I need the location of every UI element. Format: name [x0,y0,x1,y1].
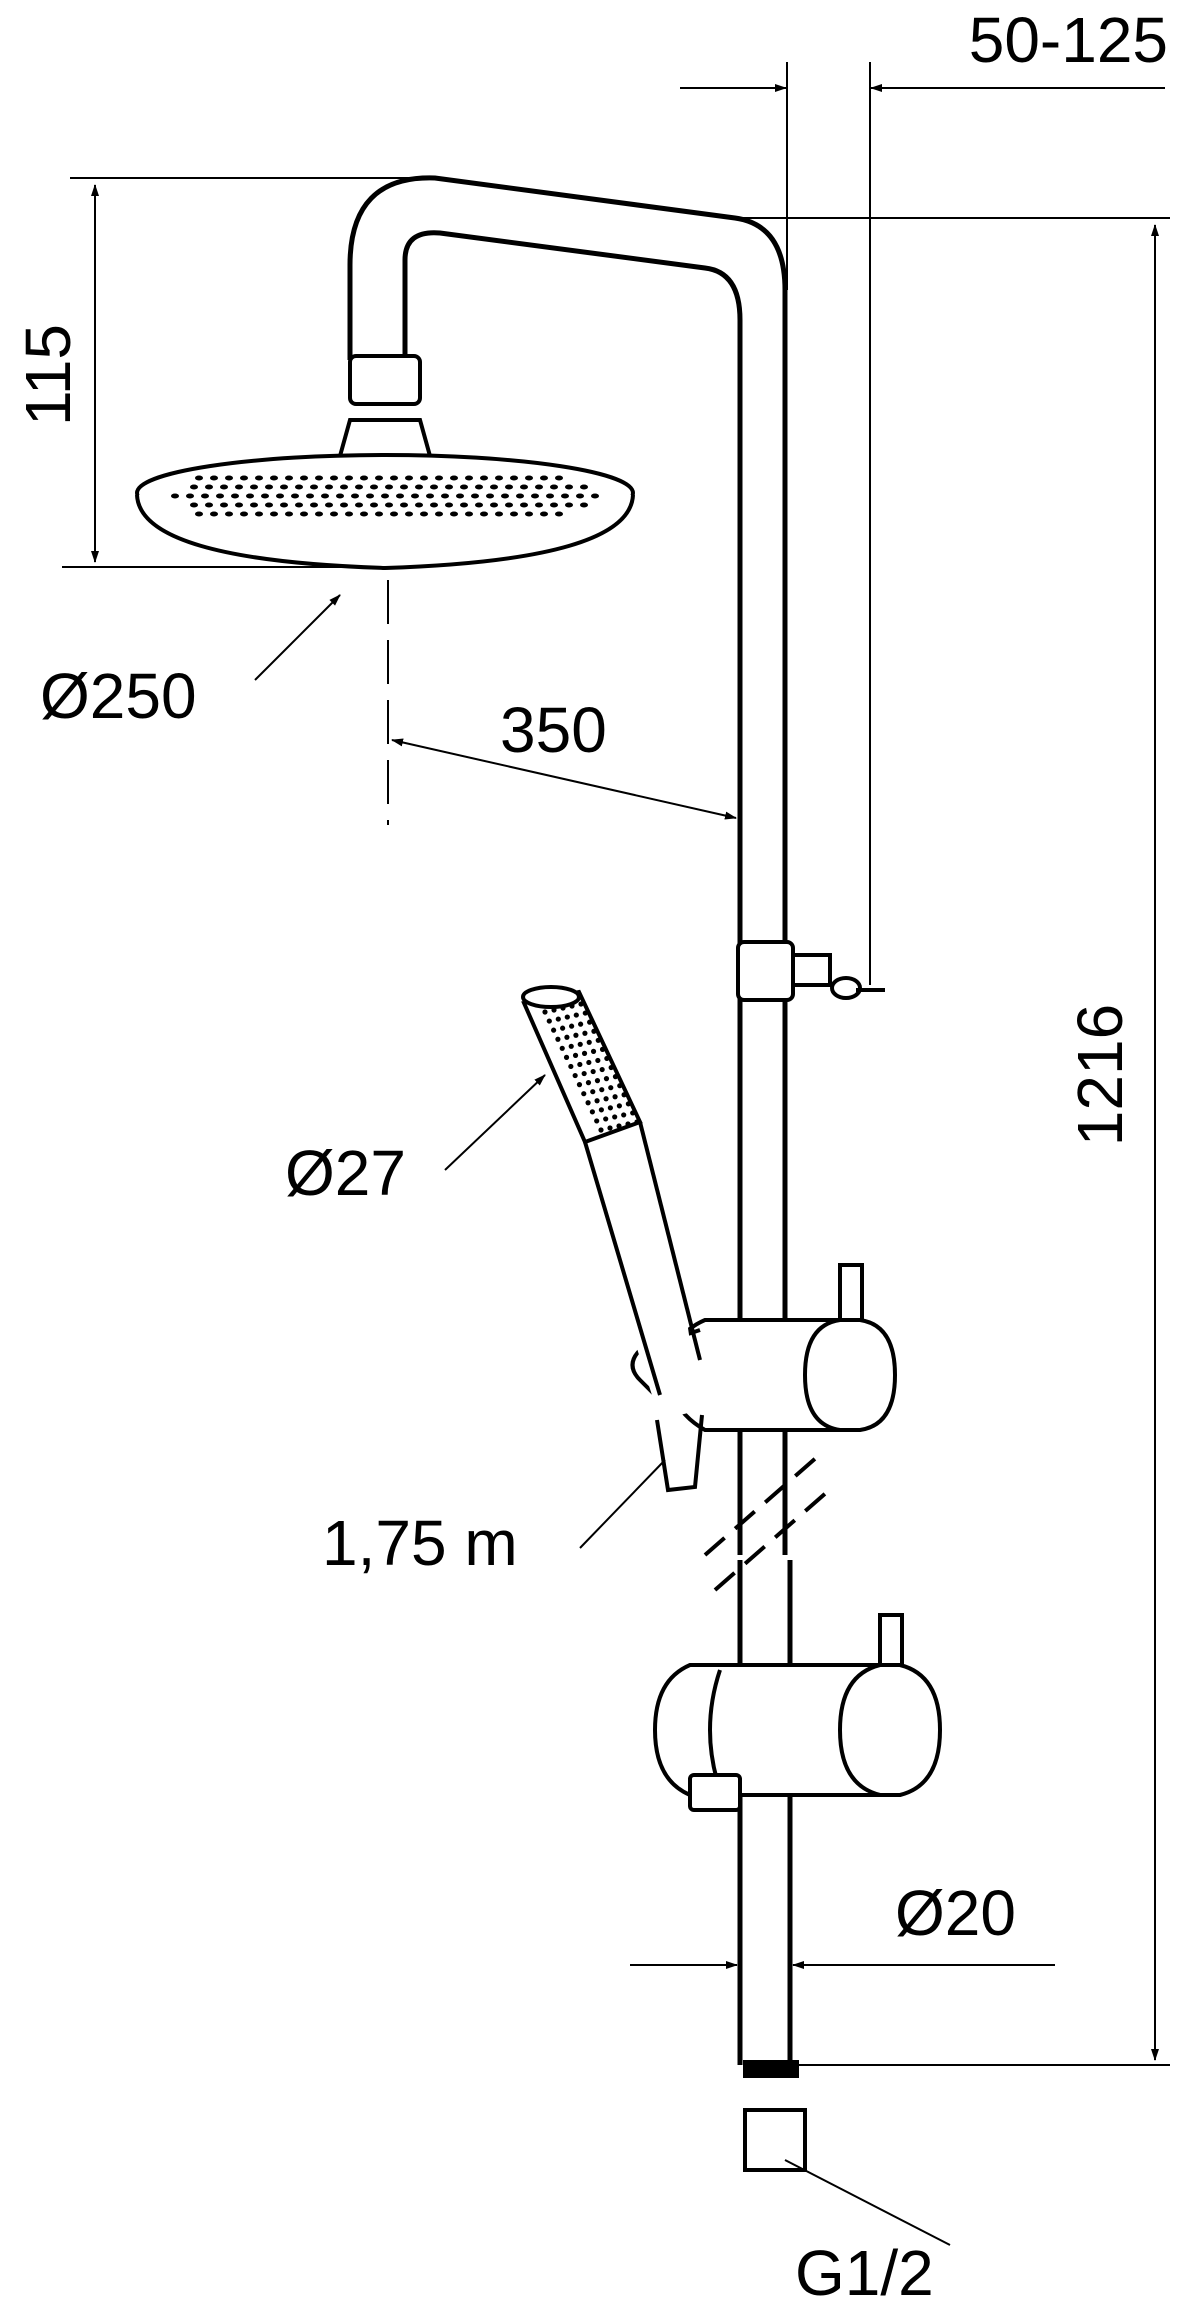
total-height-label: 1216 [1064,1004,1136,1146]
lower-holder [652,1613,943,1812]
hose-length-label: 1,75 m [322,1507,518,1579]
rail-diameter-label: Ø20 [895,1877,1016,1949]
head-shower [135,354,635,571]
head-diameter-label: Ø250 [40,660,197,732]
head-shower-nozzles [171,475,599,517]
hand-shower-nozzles [542,1001,640,1133]
hand-shower-diameter-label: Ø27 [285,1137,406,1209]
bottom-connection [743,2060,807,2172]
sliding-holder [630,1263,898,1432]
hand-shower [521,985,704,1493]
arm-reach-label: 350 [500,694,607,766]
arm-height-label: 115 [12,324,84,426]
dimension-lines [62,62,1170,2246]
connection-thread-label: G1/2 [795,2237,934,2309]
shower-rail [737,880,793,2065]
wall-bracket [736,940,885,1002]
offset-range-label: 50-125 [969,4,1168,76]
overhead-arm [347,175,788,940]
rail-break-marks [703,1448,837,1592]
